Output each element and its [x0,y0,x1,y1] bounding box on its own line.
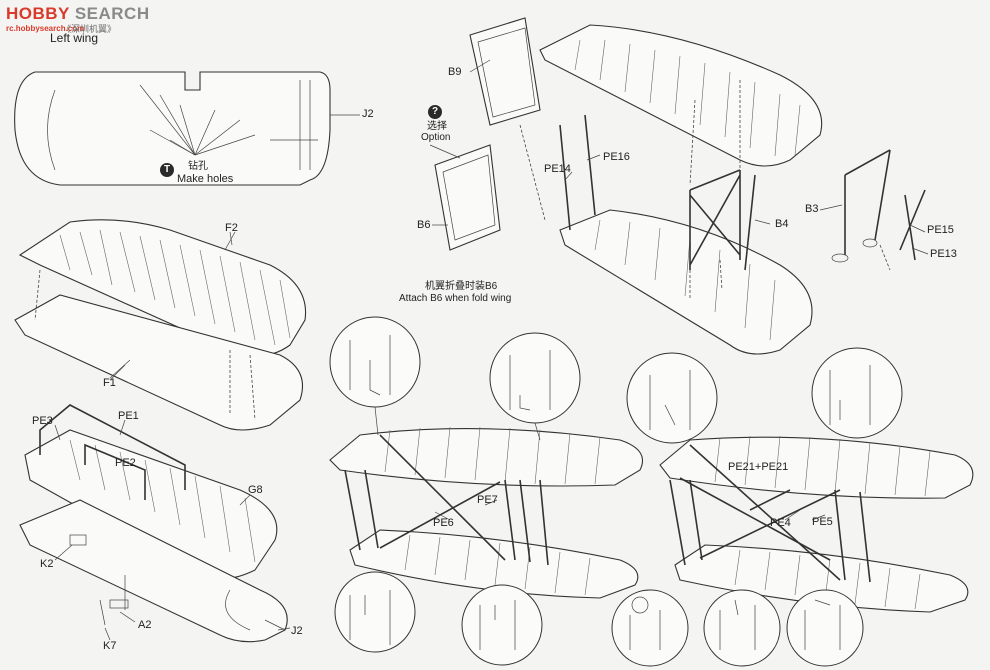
part-label-pe6: PE6 [433,517,454,529]
option-icon: ? [428,105,442,119]
b3-strut-set [831,149,926,271]
part-label-pe2: PE2 [115,457,136,469]
assembled-biplane-right [659,435,974,613]
lower-wing-g8-assembly [19,404,288,643]
part-label-b6: B6 [417,219,431,231]
assembled-biplane-left [329,426,644,599]
part-label-pe7: PE7 [477,494,498,506]
attach-note-cn: 机翼折叠时装B6 [425,281,498,292]
leader-lines [54,59,929,641]
part-label-pe4: PE4 [770,517,791,529]
section-title-left-wing: Left wing [50,31,99,45]
part-label-pe3: PE3 [32,415,53,427]
part-label-f1: F1 [103,377,116,389]
part-label-pe1: PE1 [118,410,139,422]
part-label-pe16: PE16 [603,151,630,163]
j2-wing-part-top [14,71,360,186]
part-label-pe15: PE15 [927,224,954,236]
watermark-cn: 《深圳机翼》 [62,24,117,34]
option-note-cn: 选择 [427,121,447,132]
make-holes-note-en: Make holes [177,173,234,185]
watermark-logo: HOBBY SEARCH [6,4,150,24]
attach-note-en: Attach B6 when fold wing [399,293,512,304]
folded-biplane-assembly [539,24,823,355]
make-holes-note-cn: 钻孔 [188,161,208,172]
part-label-f2: F2 [225,222,238,234]
b6-panel [429,144,501,251]
part-label-j2-top: J2 [362,108,374,120]
part-label-k2: K2 [40,558,54,570]
watermark-site: rc.hobbysearch.com [6,24,85,33]
part-label-b9: B9 [448,66,462,78]
part-label-pe13: PE13 [930,248,957,260]
make-holes-icon: T [160,163,174,177]
option-note-en: Option [421,132,451,143]
part-label-a2: A2 [138,619,152,631]
part-label-k7: K7 [103,640,117,652]
upper-wing-f2-assembly [14,219,307,431]
part-label-b3: B3 [805,203,819,215]
watermark-brand-a: HOBBY [6,4,70,23]
b9-panel [469,17,546,221]
part-label-g8: G8 [248,484,263,496]
part-label-pe21: PE21+PE21 [728,461,789,473]
part-label-pe14: PE14 [544,163,571,175]
watermark-brand-b: SEARCH [74,4,150,23]
part-label-pe5: PE5 [812,516,833,528]
part-label-j2-bottom: J2 [291,625,303,637]
detail-loupes [329,316,903,667]
part-label-b4: B4 [775,218,789,230]
